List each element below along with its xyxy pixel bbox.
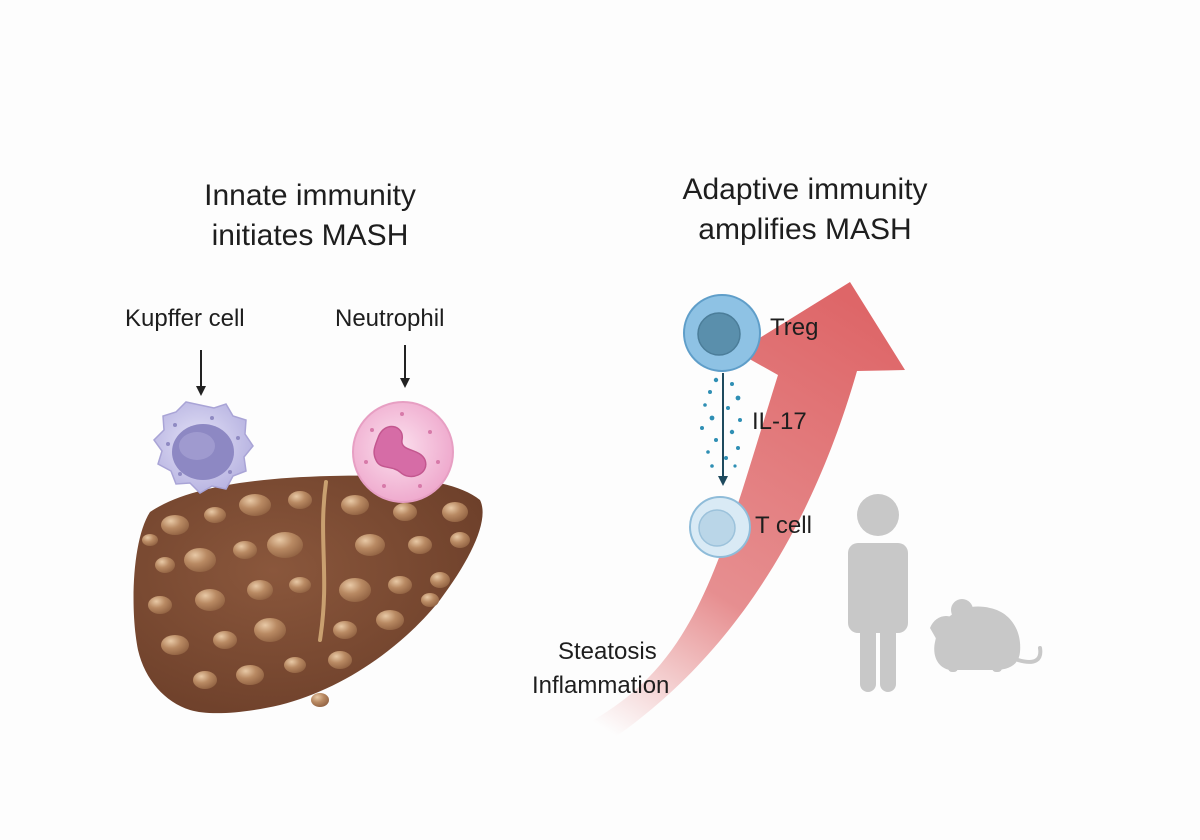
progression-arrow bbox=[590, 282, 905, 742]
t-cell-icon bbox=[689, 496, 751, 558]
cytokine-dot bbox=[703, 403, 707, 407]
fat-droplet bbox=[355, 534, 385, 556]
fat-droplet bbox=[204, 507, 226, 523]
fat-droplet bbox=[421, 593, 439, 607]
fat-droplet bbox=[233, 541, 257, 559]
neutrophil-label: Neutrophil bbox=[335, 305, 445, 332]
fat-droplet bbox=[161, 635, 189, 655]
cytokine-dot bbox=[733, 464, 737, 468]
treg-label: Treg bbox=[770, 314, 819, 341]
il17-label: IL-17 bbox=[752, 408, 807, 435]
fat-droplet bbox=[333, 621, 357, 639]
fat-droplet bbox=[289, 577, 311, 593]
fat-droplet bbox=[393, 503, 417, 521]
liver-icon bbox=[133, 475, 483, 714]
cytokine-dot bbox=[738, 418, 742, 422]
fat-droplet bbox=[408, 536, 432, 554]
neutrophil-icon bbox=[352, 401, 454, 503]
fat-droplet bbox=[213, 631, 237, 649]
neutrophil-pointer-arrow bbox=[400, 345, 410, 388]
right-title-line2: amplifies MASH bbox=[698, 213, 912, 246]
human-icon bbox=[848, 494, 908, 692]
fat-droplet bbox=[239, 494, 271, 516]
fat-droplet bbox=[155, 557, 175, 573]
fat-droplet bbox=[142, 534, 158, 546]
cytokine-dot bbox=[708, 390, 712, 394]
left-title-line2: initiates MASH bbox=[211, 219, 409, 252]
fat-droplet bbox=[341, 495, 369, 515]
fat-droplet bbox=[195, 589, 225, 611]
cytokine-dot bbox=[713, 377, 719, 383]
cytokine-dot bbox=[709, 415, 715, 421]
mouse-icon bbox=[930, 599, 1043, 672]
stage-label-line1: Steatosis bbox=[558, 638, 657, 665]
il17-secretion bbox=[700, 373, 742, 486]
kupffer-cell-icon bbox=[153, 401, 254, 494]
kupffer-pointer-arrow bbox=[196, 350, 206, 396]
treg-cell-icon bbox=[683, 294, 761, 372]
cytokine-dot bbox=[736, 446, 740, 450]
cytokine-dot bbox=[724, 456, 728, 460]
left-title-line1: Innate immunity bbox=[204, 179, 416, 212]
fat-droplet bbox=[184, 548, 216, 572]
cytokine-dot bbox=[700, 426, 704, 430]
kupffer-label: Kupffer cell bbox=[125, 305, 245, 332]
fat-droplet bbox=[236, 665, 264, 685]
fat-droplet bbox=[284, 657, 306, 673]
stage-label-line2: Inflammation bbox=[532, 672, 670, 699]
fat-droplet bbox=[376, 610, 404, 630]
fat-droplet bbox=[339, 578, 371, 602]
fat-droplet bbox=[311, 693, 329, 707]
fat-droplet bbox=[254, 618, 286, 642]
cytokine-dot bbox=[714, 438, 718, 442]
fat-droplet bbox=[288, 491, 312, 509]
fat-droplet bbox=[328, 651, 352, 669]
fat-droplets bbox=[142, 491, 470, 707]
fat-droplet bbox=[450, 532, 470, 548]
fat-droplet bbox=[161, 515, 189, 535]
cytokine-dot bbox=[710, 464, 714, 468]
cytokine-dot bbox=[730, 382, 734, 386]
cytokine-dot bbox=[706, 450, 710, 454]
fat-droplet bbox=[442, 502, 468, 522]
cytokine-dot bbox=[729, 429, 735, 435]
cytokine-dot bbox=[735, 395, 741, 401]
cytokine-dots bbox=[700, 377, 742, 468]
cytokine-dot bbox=[726, 406, 730, 410]
fat-droplet bbox=[193, 671, 217, 689]
fat-droplet bbox=[430, 572, 450, 588]
fat-droplet bbox=[267, 532, 303, 558]
fat-droplet bbox=[247, 580, 273, 600]
tcell-label: T cell bbox=[755, 512, 812, 539]
fat-droplet bbox=[148, 596, 172, 614]
fat-droplet bbox=[388, 576, 412, 594]
right-title-line1: Adaptive immunity bbox=[682, 173, 928, 206]
